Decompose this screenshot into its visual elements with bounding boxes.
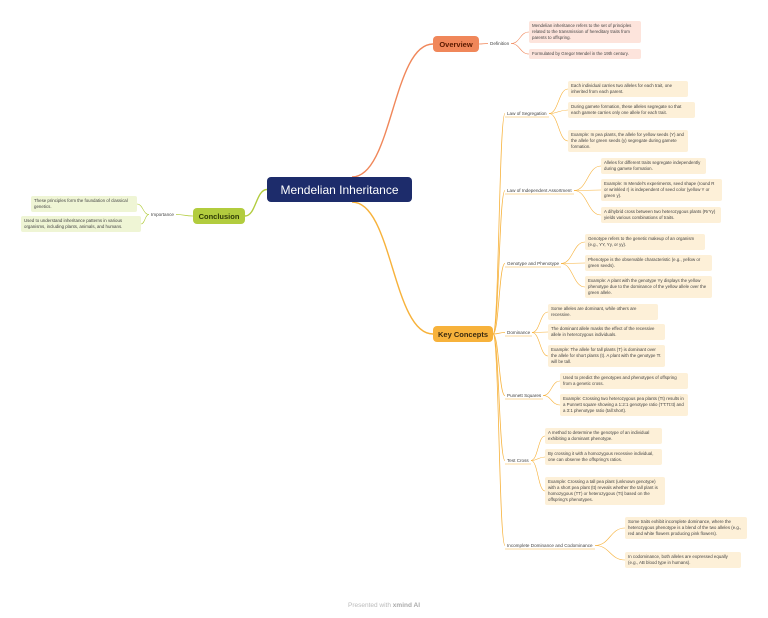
link-leaf-segregation-2	[548, 109, 569, 114]
link-root-key	[351, 201, 434, 335]
link-leaf-dominance-2	[531, 331, 549, 333]
link-leaf-dominance-3	[531, 332, 549, 357]
link-key-subtopic-genotype-phenotype	[492, 263, 506, 335]
link-leaf-codominance-1	[594, 527, 626, 546]
footer-brand[interactable]: xmind AI	[392, 602, 421, 609]
leaf-genotype-1[interactable]: Genotype refers to the genetic makeup of…	[585, 234, 705, 250]
subtopic-punnett-squares[interactable]: Punnett Squares	[507, 393, 542, 398]
link-leaf-punnett-2	[542, 395, 561, 406]
leaf-testcross-3[interactable]: Example: Crossing a tall pea plant (unkn…	[545, 477, 665, 505]
branch-overview[interactable]: Overview	[433, 36, 479, 52]
leaf-dominance-3[interactable]: Example: The allele for tall plants (T) …	[548, 345, 665, 367]
leaf-codominance-1[interactable]: Some traits exhibit incomplete dominance…	[625, 517, 747, 539]
leaf-assortment-2[interactable]: Example: In Mendel's experiments, seed s…	[601, 179, 722, 201]
leaf-dominance-1[interactable]: Some alleles are dominant, while others …	[548, 304, 658, 320]
root-topic[interactable]: Mendelian Inheritance	[267, 177, 412, 202]
link-key-subtopic-incomplete-codominance	[492, 333, 506, 546]
footer-credit: Presented with xmind AI	[0, 602, 768, 609]
subtopic-dominance[interactable]: Dominance	[507, 330, 531, 335]
link-leaf-overview-2	[510, 43, 530, 55]
link-conclusion-importance	[175, 214, 194, 217]
link-leaf-dominance-1	[531, 311, 549, 333]
link-key-subtopic-punnett-squares	[492, 333, 506, 396]
leaf-testcross-1[interactable]: A method to determine the genotype of an…	[545, 428, 662, 444]
subtopic-law-of-segregation[interactable]: Law of Segregation	[507, 111, 547, 116]
link-root-conclusion	[244, 188, 268, 217]
link-leaf-genotype-3	[560, 263, 586, 288]
link-leaf-testcross-3	[530, 460, 546, 492]
subtopic-incomplete-codominance[interactable]: Incomplete Dominance and Codominance	[507, 543, 593, 548]
leaf-assortment-3[interactable]: A dihybrid cross between two heterozygou…	[601, 207, 721, 223]
link-leaf-conclusion-1	[136, 203, 150, 215]
leaf-assortment-1[interactable]: Alleles for different traits segregate i…	[601, 158, 706, 174]
leaf-overview-2[interactable]: Formulated by Gregor Mendel in the 19th …	[529, 49, 641, 59]
link-leaf-segregation-3	[548, 113, 569, 142]
leaf-segregation-3[interactable]: Example: In pea plants, the allele for y…	[568, 130, 688, 152]
link-key-subtopic-test-cross	[492, 333, 506, 461]
link-leaf-segregation-1	[548, 88, 569, 114]
subtopic-definition[interactable]: Definition	[490, 41, 510, 46]
branch-key-concepts[interactable]: Key Concepts	[433, 326, 493, 342]
link-key-subtopic-dominance	[492, 332, 506, 335]
link-leaf-testcross-1	[530, 435, 546, 461]
link-leaf-codominance-2	[594, 545, 626, 561]
subtopic-importance[interactable]: Importance	[151, 212, 174, 217]
subtopic-genotype-phenotype[interactable]: Genotype and Phenotype	[507, 261, 560, 266]
link-leaf-testcross-2	[530, 456, 546, 461]
link-key-subtopic-independent-assortment	[492, 190, 506, 335]
link-leaf-overview-1	[510, 31, 530, 44]
leaf-dominance-2[interactable]: The dominant allele masks the effect of …	[548, 324, 665, 340]
link-leaf-genotype-2	[560, 262, 586, 264]
link-leaf-punnett-1	[542, 380, 561, 396]
leaf-conclusion-2[interactable]: Used to understand inheritance patterns …	[21, 216, 141, 232]
subtopic-independent-assortment[interactable]: Law of Independent Assortment	[507, 188, 572, 193]
leaf-overview-1[interactable]: Mendelian inheritance refers to the set …	[529, 21, 641, 43]
branch-conclusion[interactable]: Conclusion	[193, 208, 245, 224]
leaf-segregation-2[interactable]: During gamete formation, these alleles s…	[568, 102, 695, 118]
leaf-codominance-2[interactable]: In codominance, both alleles are express…	[625, 552, 741, 568]
leaf-punnett-2[interactable]: Example: Crossing two heterozygous pea p…	[560, 394, 688, 416]
leaf-genotype-3[interactable]: Example: A plant with the genotype Yy di…	[585, 276, 712, 298]
leaf-genotype-2[interactable]: Phenotype is the observable characterist…	[585, 255, 712, 271]
link-overview-definition	[478, 43, 489, 45]
subtopic-test-cross[interactable]: Test Cross	[507, 458, 529, 463]
link-root-overview	[351, 43, 434, 178]
leaf-punnett-1[interactable]: Used to predict the genotypes and phenot…	[560, 373, 688, 389]
footer-prefix: Presented with	[347, 602, 393, 609]
leaf-segregation-1[interactable]: Each individual carries two alleles for …	[568, 81, 688, 97]
link-leaf-conclusion-2	[140, 214, 150, 225]
link-leaf-genotype-1	[560, 241, 586, 264]
link-leaf-assortment-2	[573, 189, 602, 191]
link-leaf-assortment-3	[573, 190, 602, 216]
link-leaf-assortment-1	[573, 165, 602, 191]
leaf-conclusion-1[interactable]: These principles form the foundation of …	[31, 196, 137, 212]
leaf-testcross-2[interactable]: By crossing it with a homozygous recessi…	[545, 449, 662, 465]
